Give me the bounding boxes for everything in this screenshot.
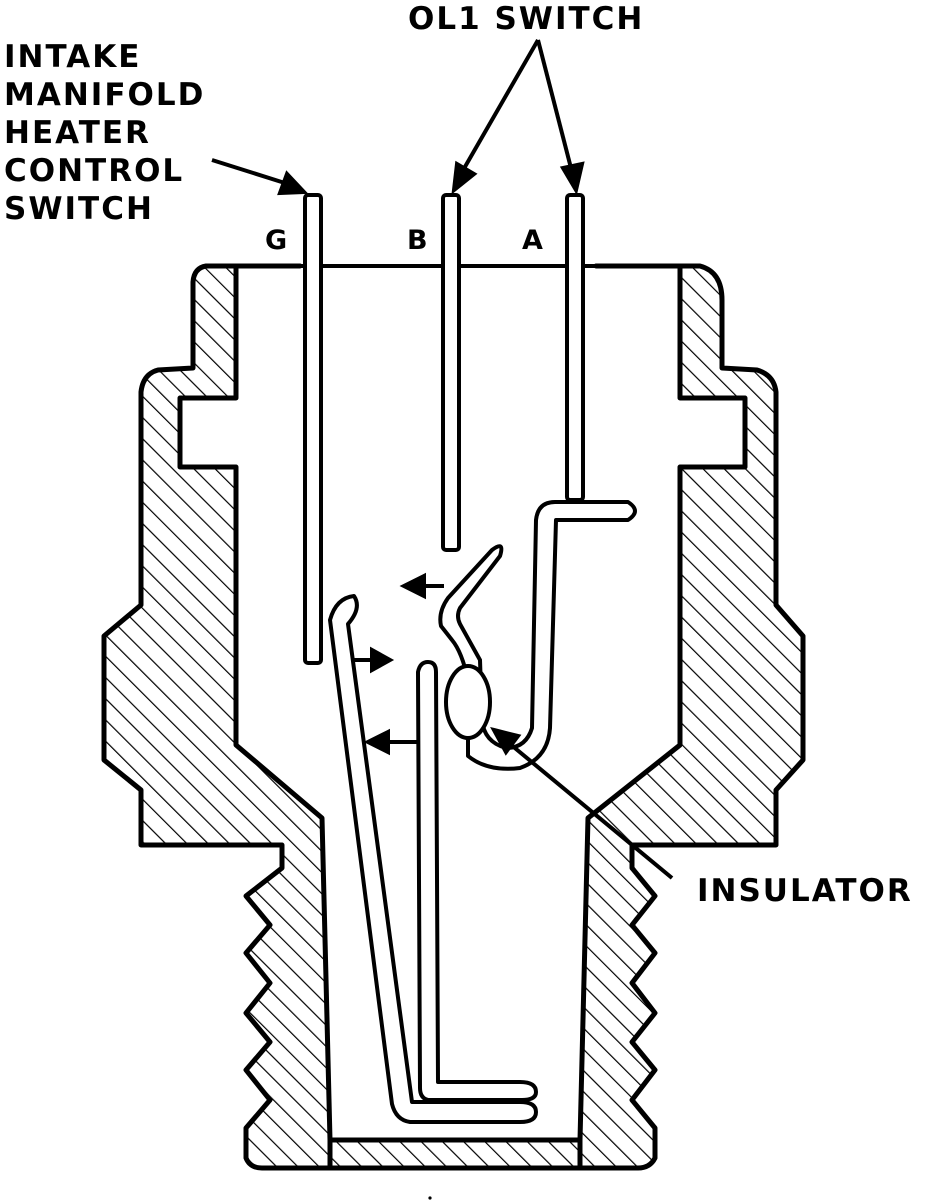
housing-left-wall xyxy=(101,263,333,1171)
terminal-a-contact-arm xyxy=(438,500,637,771)
leader-lines xyxy=(211,39,674,880)
intake-label-line-5: SWITCH xyxy=(4,191,154,227)
terminal-g-label: G xyxy=(265,225,290,256)
terminal-a-label: A xyxy=(522,225,545,256)
long-bimetal-strip xyxy=(328,594,538,1124)
print-dot xyxy=(428,1196,432,1200)
ol1-leader-line-a xyxy=(536,39,574,173)
ol1-switch-label: OL1 SWITCH xyxy=(408,1,645,37)
intake-label-line-1: INTAKE xyxy=(4,39,142,75)
ol1-leader-arrowhead-b xyxy=(451,160,478,195)
terminal-g-pin xyxy=(303,193,323,665)
housing-bottom xyxy=(327,1137,583,1171)
insulator-bead xyxy=(444,664,492,740)
intake-label-line-3: HEATER xyxy=(4,115,151,151)
ol1-leader-line-b xyxy=(460,39,540,173)
intake-leader-line xyxy=(211,158,289,186)
housing-right-wall xyxy=(577,263,806,1171)
intake-label-line-2: MANIFOLD xyxy=(4,77,206,113)
insulator-leader-line xyxy=(508,742,674,880)
intake-leader-arrowhead xyxy=(277,170,309,196)
insulator-leader-arrowhead xyxy=(490,726,522,756)
terminal-a-pin xyxy=(565,193,585,502)
motion-arrows xyxy=(352,572,444,756)
inner-contact-strip xyxy=(416,660,538,1102)
ol1-leader-arrowhead-a xyxy=(559,161,585,196)
terminal-b-pin xyxy=(441,193,461,552)
terminal-b-label: B xyxy=(407,225,430,256)
intake-label-line-4: CONTROL xyxy=(4,153,185,189)
insulator-label: INSULATOR xyxy=(697,873,913,909)
